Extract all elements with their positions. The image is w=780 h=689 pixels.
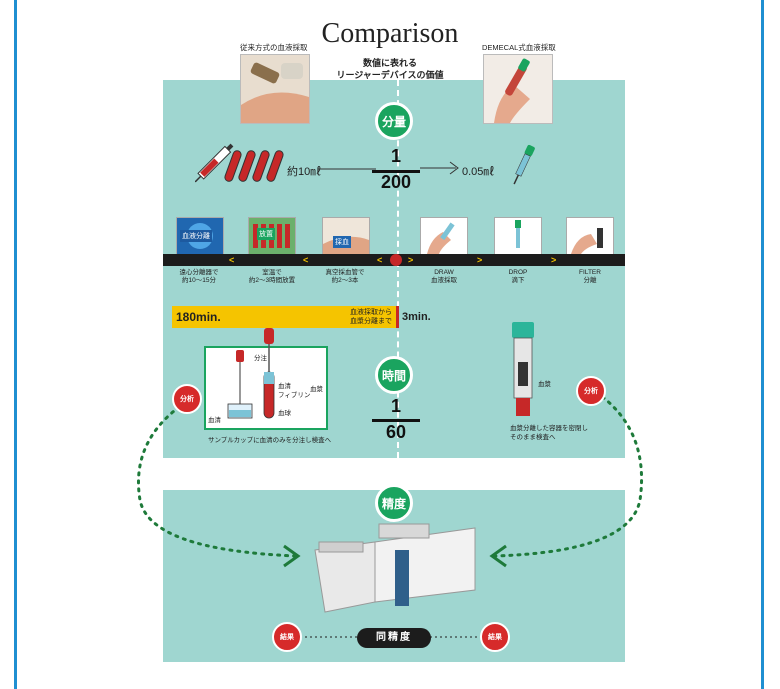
step-caption-centrifuge: 遠心分離器で約10～15分 bbox=[172, 269, 226, 285]
demecal-draw-photo bbox=[483, 54, 553, 124]
step-caption-line: 真空採血管で bbox=[325, 269, 365, 276]
finger-device-icon bbox=[484, 55, 552, 123]
filter-press-icon bbox=[567, 218, 613, 254]
time-bar-note-line: 血液採取から bbox=[350, 309, 392, 316]
timeline-arrow-left-icon: < bbox=[377, 255, 383, 265]
volume-fraction-bar bbox=[372, 170, 420, 173]
time-fraction-bar bbox=[372, 419, 420, 422]
time-bar-note: 血液採取から血漿分離まで bbox=[350, 308, 392, 326]
step-image-label: 放置 bbox=[257, 228, 275, 240]
analysis-badge-right: 分析 bbox=[576, 376, 606, 406]
serum-label: 血清 bbox=[278, 383, 291, 390]
step-image-rest: 放置 bbox=[248, 217, 296, 255]
step-caption-line: 約2～3時間放置 bbox=[248, 277, 296, 284]
result-badge-left: 結果 bbox=[272, 622, 302, 652]
syringe-tubes-icon bbox=[195, 143, 284, 183]
device-plasma-label: 血漿 bbox=[538, 381, 551, 388]
analyzer-machine-icon bbox=[314, 523, 476, 613]
conventional-volume-label: 約10㎖ bbox=[287, 166, 322, 178]
step-caption-line: 約2～3本 bbox=[331, 277, 359, 284]
conventional-time-value: 180min. bbox=[176, 310, 221, 324]
timeline-arrow-left-icon: < bbox=[229, 255, 235, 265]
finger-prick-icon bbox=[421, 218, 467, 254]
demecal-device-icon bbox=[512, 322, 534, 416]
time-bar-note-line: 血漿分離まで bbox=[350, 318, 392, 325]
step-image-centrifuge: 血液分離 bbox=[176, 217, 224, 255]
step-caption-vacuum: 真空採血管で約2～3本 bbox=[318, 269, 372, 285]
timeline-arrow-right-icon: > bbox=[477, 255, 483, 265]
left-method-caption: 従来方式の血液採取 bbox=[240, 43, 308, 52]
conventional-time-bar: 180min. 血液採取から血漿分離まで bbox=[172, 306, 396, 328]
blood-cells-label: 血球 bbox=[278, 410, 291, 417]
analysis-badge-left: 分析 bbox=[172, 384, 202, 414]
timeline-center-dot bbox=[390, 254, 402, 266]
drop-device-icon bbox=[495, 218, 541, 254]
step-image-label: 血液分離 bbox=[180, 230, 212, 242]
subtitle-line2: リージャーデバイスの価値 bbox=[336, 70, 444, 80]
volume-badge: 分量 bbox=[375, 102, 413, 140]
timeline-arrow-left-icon: < bbox=[303, 255, 309, 265]
left-diagram-caption: サンプルカップに血清のみを分注し検査へ bbox=[208, 437, 332, 444]
demecal-time-value: 3min. bbox=[402, 311, 431, 323]
conventional-draw-photo bbox=[240, 54, 310, 124]
step-image-filter bbox=[566, 217, 614, 255]
demecal-time-bar bbox=[396, 306, 399, 328]
dispense-label: 分注 bbox=[254, 355, 267, 362]
step-caption-rest: 室温で約2～3時間放置 bbox=[244, 269, 300, 285]
step-caption-line: DRAW bbox=[434, 269, 454, 276]
demecal-volume-label: 0.05㎖ bbox=[462, 166, 495, 178]
volume-left-line bbox=[318, 168, 376, 170]
step-caption-line: 分離 bbox=[583, 277, 597, 284]
timeline-arrow-right-icon: > bbox=[408, 255, 414, 265]
step-image-drop bbox=[494, 217, 542, 255]
page-title: Comparison bbox=[321, 18, 459, 49]
right-caption-line2: そのまま検査へ bbox=[510, 434, 556, 441]
dropper-icon bbox=[513, 144, 535, 185]
test-tube-diagram-icon bbox=[227, 328, 275, 419]
step-caption-line: 遠心分離器で bbox=[179, 269, 219, 276]
result-badge-right: 結果 bbox=[480, 622, 510, 652]
step-image-label: 採血 bbox=[333, 236, 351, 248]
right-caption-line1: 血漿分離した容器を密閉し bbox=[510, 425, 588, 432]
center-divider bbox=[397, 80, 399, 458]
fibrin-label: フィブリン bbox=[278, 392, 311, 399]
subtitle-line1: 数値に表れる bbox=[362, 58, 417, 68]
right-method-caption: DEMECAL式血液採取 bbox=[482, 43, 556, 52]
step-caption-line: 血液採取 bbox=[431, 277, 457, 284]
timeline-arrow-right-icon: > bbox=[551, 255, 557, 265]
arm-needle-icon bbox=[241, 55, 309, 123]
volume-denominator: 200 bbox=[380, 172, 412, 192]
step-caption-line: 室温で bbox=[262, 269, 282, 276]
cup-serum-label: 血清 bbox=[208, 417, 221, 424]
time-badge: 時間 bbox=[375, 356, 413, 394]
step-image-draw bbox=[420, 217, 468, 255]
step-image-vacuum: 採血 bbox=[322, 217, 370, 255]
accuracy-badge: 精度 bbox=[375, 484, 413, 522]
arrow-right-icon bbox=[420, 161, 459, 175]
time-denominator: 60 bbox=[385, 422, 407, 442]
plasma-group-label: 血漿 bbox=[310, 386, 323, 393]
step-caption-line: FILTER bbox=[579, 269, 601, 276]
time-numerator: 1 bbox=[390, 396, 401, 416]
page-frame bbox=[14, 0, 764, 689]
step-caption-line: 滴下 bbox=[511, 277, 525, 284]
step-caption-line: DROP bbox=[508, 269, 528, 276]
step-caption-line: 約10～15分 bbox=[182, 277, 216, 284]
volume-numerator: 1 bbox=[390, 146, 401, 166]
same-accuracy-label: 同精度 bbox=[357, 628, 431, 648]
